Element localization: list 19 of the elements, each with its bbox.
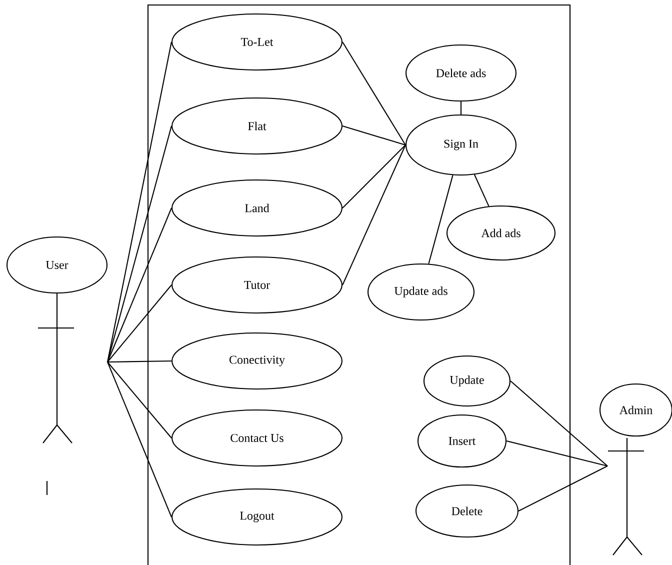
association-line	[107, 362, 172, 518]
association-line	[342, 144, 406, 208]
association-line	[506, 440, 608, 466]
stick-figure	[38, 293, 74, 444]
association-line	[518, 466, 608, 512]
association-line	[107, 362, 172, 438]
association-line	[107, 126, 172, 362]
association-line	[108, 360, 172, 363]
association-line	[428, 175, 454, 264]
association-line	[342, 125, 406, 146]
association-line	[474, 174, 490, 206]
association-line	[107, 284, 172, 362]
association-line	[342, 42, 406, 146]
association-line	[342, 144, 406, 286]
association-line	[460, 102, 462, 114]
association-line	[107, 42, 172, 362]
association-line	[107, 208, 172, 362]
association-line	[510, 380, 608, 466]
stick-figure	[608, 438, 644, 556]
